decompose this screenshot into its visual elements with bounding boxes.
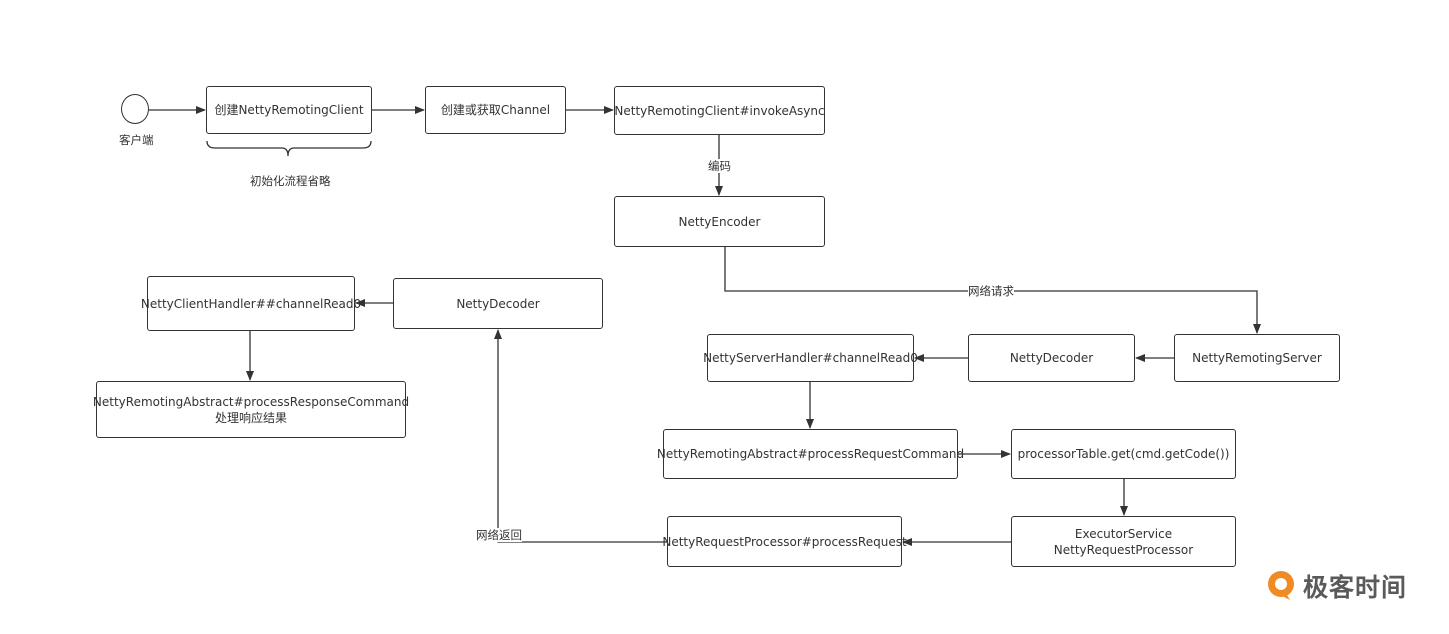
node-client-decoder: NettyDecoder: [393, 278, 603, 329]
node-get-channel: 创建或获取Channel: [425, 86, 566, 134]
node-invoke-async: NettyRemotingClient#invokeAsync: [614, 86, 825, 135]
edge-processor-to-client-decoder: [494, 329, 667, 543]
process-response-line2: 处理响应结果: [214, 410, 287, 425]
node-request-processor: NettyRequestProcessor#processRequest: [662, 516, 907, 567]
node-encoder: NettyEncoder: [614, 196, 825, 247]
brace-label: 初始化流程省略: [250, 174, 331, 188]
node-server-decoder: NettyDecoder: [968, 334, 1135, 382]
node-server-handler: NettyServerHandler#channelRead0: [703, 334, 918, 382]
node-process-request: NettyRemotingAbstract#processRequestComm…: [657, 429, 964, 479]
client-label: 客户端: [119, 133, 154, 147]
process-response-line1: NettyRemotingAbstract#processResponseCom…: [92, 394, 410, 409]
geektime-logo-icon: [1268, 571, 1294, 600]
edge-label-network-return: 网络返回: [476, 528, 522, 542]
node-executor: ExecutorService NettyRequestProcessor: [1011, 516, 1236, 567]
edge-label-encode: 编码: [708, 159, 731, 173]
node-create-client: 创建NettyRemotingClient: [206, 86, 372, 134]
node-processor-table: processorTable.get(cmd.getCode()): [1011, 429, 1236, 479]
curly-brace: [206, 140, 372, 157]
node-process-response: NettyRemotingAbstract#processResponseCom…: [92, 381, 410, 438]
edge-label-network-request: 网络请求: [968, 284, 1014, 298]
geektime-logo: 极客时间: [1263, 567, 1407, 605]
node-remoting-server: NettyRemotingServer: [1174, 334, 1340, 382]
geektime-logo-text: 极客时间: [1303, 573, 1408, 602]
node-client-handler: NettyClientHandler##channelRead0: [141, 276, 361, 331]
client-start-node: [121, 94, 149, 124]
